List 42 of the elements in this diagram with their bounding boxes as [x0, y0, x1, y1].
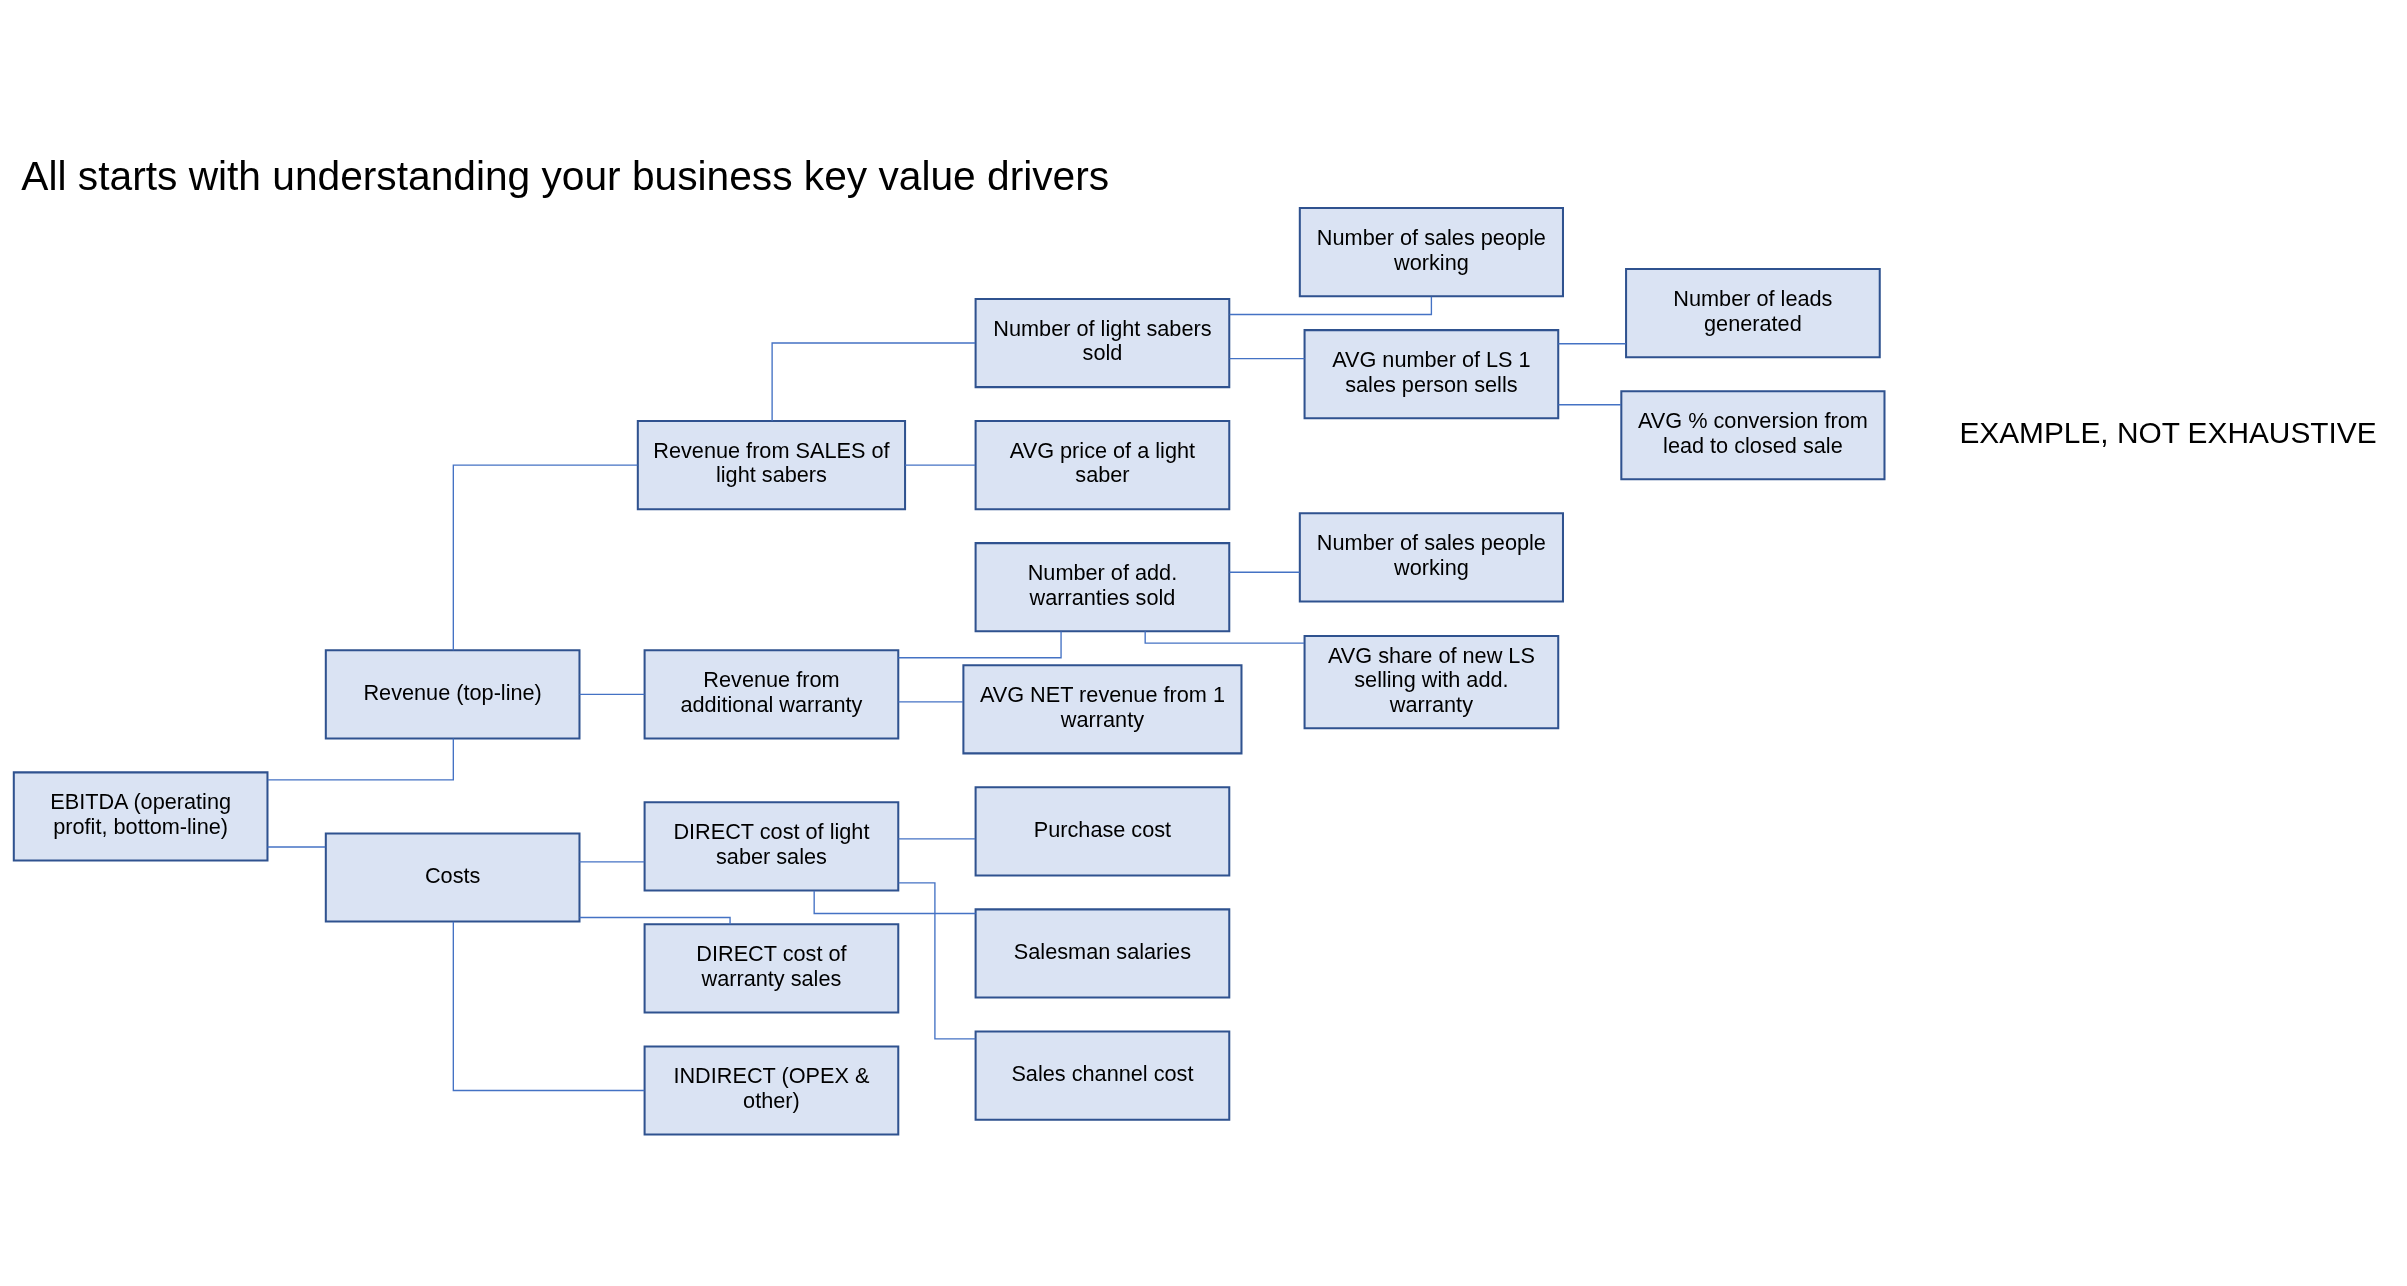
node-box: Number of sales people working [1298, 511, 1564, 602]
node-box: DIRECT cost of warranty sales [643, 922, 900, 1013]
node-box: EBITDA (operating profit, bottom-line) [12, 770, 269, 862]
connector [1228, 295, 1433, 315]
node-box: Revenue (top-line) [324, 648, 581, 739]
node-box: Revenue from additional warranty [643, 648, 900, 739]
connector [771, 341, 976, 421]
node-box: Salesman salaries [974, 907, 1231, 999]
node-box: AVG price of a light saber [974, 419, 1231, 510]
connector [1228, 571, 1301, 573]
diagram-title: All starts with understanding your business key value drivers [21, 152, 1110, 199]
connector [904, 463, 976, 466]
connector [578, 916, 731, 925]
connector [452, 463, 639, 651]
connector [452, 920, 645, 1091]
node-box: Costs [324, 831, 581, 923]
connector [578, 860, 646, 863]
connector [897, 837, 976, 839]
node-box: INDIRECT (OPEX & other) [643, 1044, 900, 1136]
node-box: Revenue from SALES of light sabers [636, 419, 907, 510]
connector [1557, 342, 1627, 344]
connector [578, 693, 646, 695]
connector [897, 700, 964, 702]
node-box: AVG share of new LS selling with add. warranty [1303, 634, 1560, 729]
connector [1144, 630, 1305, 644]
connector [897, 881, 977, 1040]
connector [813, 889, 977, 914]
node-box: Number of leads generated [1625, 267, 1881, 358]
connector [1228, 357, 1306, 359]
node-box: DIRECT cost of light saber sales [643, 800, 900, 891]
node-box: Number of light sabers sold [974, 297, 1231, 388]
connector [266, 845, 327, 848]
node-box: AVG number of LS 1 sales person sells [1303, 328, 1560, 419]
node-box: AVG NET revenue from 1 warranty [962, 663, 1243, 754]
node-box: Number of add. warranties sold [974, 541, 1231, 632]
connector [1557, 403, 1622, 405]
connector [267, 737, 454, 780]
label: EXAMPLE, NOT EXHAUSTIVE [1959, 415, 2377, 449]
node-box: Sales channel cost [974, 1029, 1231, 1121]
node-box: Purchase cost [974, 785, 1231, 876]
node-box: Number of sales people working [1298, 206, 1564, 297]
node-box: AVG % conversion from lead to closed sale [1620, 389, 1886, 480]
